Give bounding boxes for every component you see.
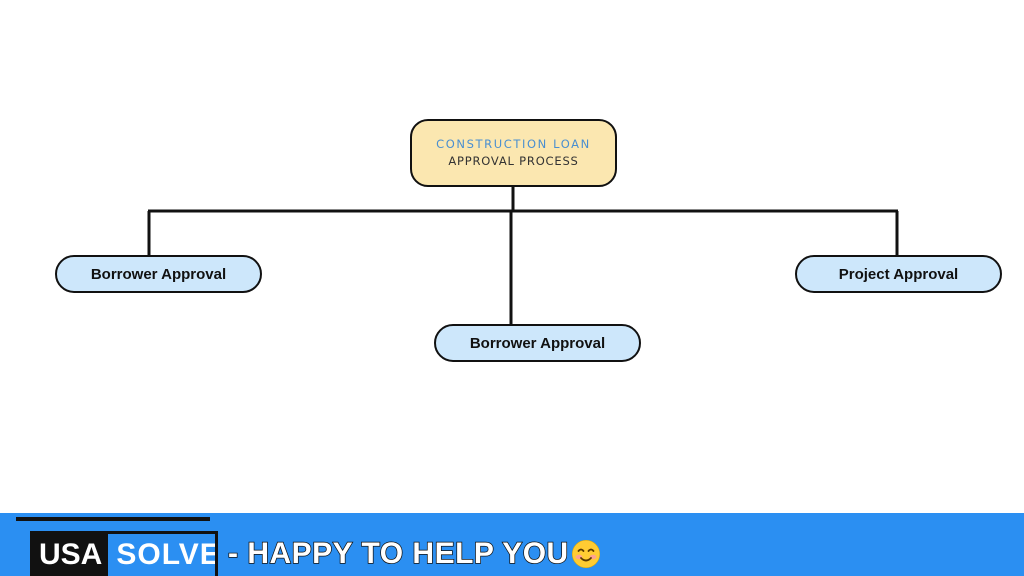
footer-accent-line <box>16 517 210 521</box>
root-node: CONSTRUCTION LOAN APPROVAL PROCESS <box>410 119 617 187</box>
footer-banner <box>0 513 1024 576</box>
child-node-label: Borrower Approval <box>90 265 227 283</box>
footer-tagline-text: - HAPPY TO HELP YOU <box>227 536 569 571</box>
child-node-label: Borrower Approval <box>469 334 606 352</box>
footer-tagline: - HAPPY TO HELP YOU <box>227 534 601 574</box>
child-node-label: Project Approval <box>838 265 959 283</box>
smiling-face-icon <box>571 540 600 568</box>
brand-logo-usa: USA <box>33 534 109 576</box>
child-node-borrower-approval-middle: Borrower Approval <box>434 324 641 362</box>
root-title-line2: APPROVAL PROCESS <box>448 154 579 168</box>
brand-logo-solve: SOLVE <box>116 538 218 571</box>
connector-lines <box>147 187 899 325</box>
root-title-line1: CONSTRUCTION LOAN <box>436 137 591 151</box>
child-node-project-approval: Project Approval <box>795 255 1002 293</box>
brand-logo: USA SOLVE <box>30 531 218 576</box>
child-node-borrower-approval-left: Borrower Approval <box>55 255 262 293</box>
